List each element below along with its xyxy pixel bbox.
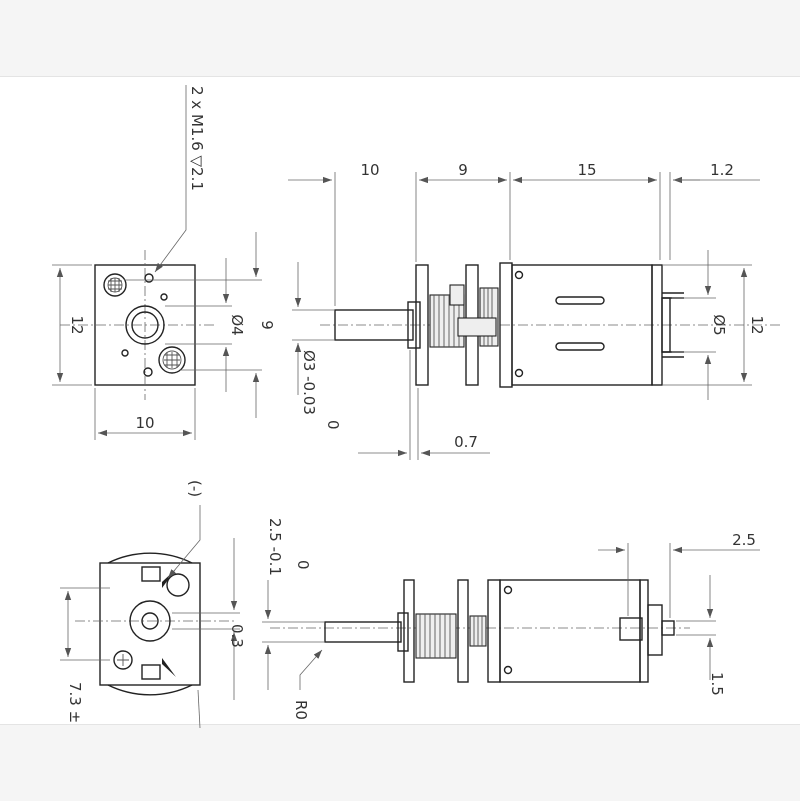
end-cap-2: [639, 579, 649, 683]
gearbox-plate-mid-2: [457, 579, 469, 683]
gear-train: [429, 284, 499, 348]
shaft-dia-label: Ø3 -0.03: [300, 350, 318, 415]
screw-lower-left: [113, 650, 133, 670]
shaft-tol-upper-label: 0: [324, 420, 342, 430]
front-face-outline-2: [99, 562, 201, 686]
height-tol-label: 7.3 ±: [66, 682, 84, 723]
radius-leader: [299, 649, 323, 690]
thread-note: 2 x M1.6 ▽2.1: [188, 86, 206, 191]
terminal-len-label: 2.5: [732, 531, 756, 549]
gearbox-plate-rear-2: [487, 579, 501, 683]
small-hole: [121, 349, 129, 357]
small-hole: [160, 293, 168, 301]
terminal-top: [141, 566, 161, 582]
end-boss-2: [647, 604, 663, 656]
flat-upper-label: 0: [294, 560, 312, 570]
front-width-label: 10: [135, 414, 154, 432]
len-endcap-label: 1.2: [710, 161, 734, 179]
collar-label: 0.7: [454, 433, 478, 451]
can-slot-lower: [555, 342, 605, 351]
shaft-collar-2: [397, 612, 409, 652]
thread-leader: [154, 85, 187, 273]
motor-can-2: [499, 579, 641, 683]
top-border-band: [0, 0, 800, 77]
terminal-side: [619, 617, 643, 641]
gearbox-plate-front-2: [403, 579, 415, 683]
shaft-collar: [407, 301, 421, 349]
screw-hole-bottom-right: [158, 346, 186, 374]
hole-spacing-label: 9: [258, 320, 276, 330]
boss-dia-label: Ø4: [228, 314, 246, 335]
front-view-top: 2 x M1.6 ▽2.1 12 10 Ø4 9: [52, 85, 276, 440]
polarity-leader: [167, 505, 201, 579]
small-hole: [143, 367, 153, 377]
terminal-h-label: 1.5: [708, 672, 726, 696]
front-view-bottom: (-) 0.3 7.3 ±: [60, 480, 246, 729]
polarity-label: (-): [186, 480, 204, 497]
boss-outer: [125, 305, 165, 345]
radius-label: R0: [292, 700, 310, 720]
terminal-bottom: [141, 664, 161, 680]
boss-outer-2: [129, 600, 171, 642]
len-motor-label: 15: [577, 161, 596, 179]
front-height-label: 12: [68, 315, 86, 334]
side-view-top: 10 9 15 1.2 12 Ø5 Ø3 -0.03 0 0.7: [288, 161, 780, 460]
small-hole: [144, 273, 154, 283]
output-shaft-2: [324, 621, 402, 643]
screw-hole-top-left: [103, 273, 127, 297]
terminal-tip: [661, 620, 675, 636]
bottom-border-band: [0, 724, 800, 801]
len-shaft-label: 10: [360, 161, 379, 179]
output-shaft: [334, 309, 414, 341]
boss-inner: [131, 311, 159, 339]
gear-train-2: [415, 613, 487, 659]
shaft-end: [141, 612, 159, 630]
endcap-dia-label: Ø5: [710, 314, 728, 335]
side-view-bottom: 2.5 1.5 2.5 -0.1 0 R0: [262, 518, 760, 720]
flat-dim-label: 2.5 -0.1: [266, 518, 284, 576]
len-gearbox-label: 9: [458, 161, 468, 179]
hole-upper-right: [166, 573, 190, 597]
can-slot-upper: [555, 296, 605, 305]
offset-label: 0.3: [228, 624, 246, 648]
gearbox-plate-front: [415, 264, 429, 386]
body-height-label: 12: [748, 315, 766, 334]
